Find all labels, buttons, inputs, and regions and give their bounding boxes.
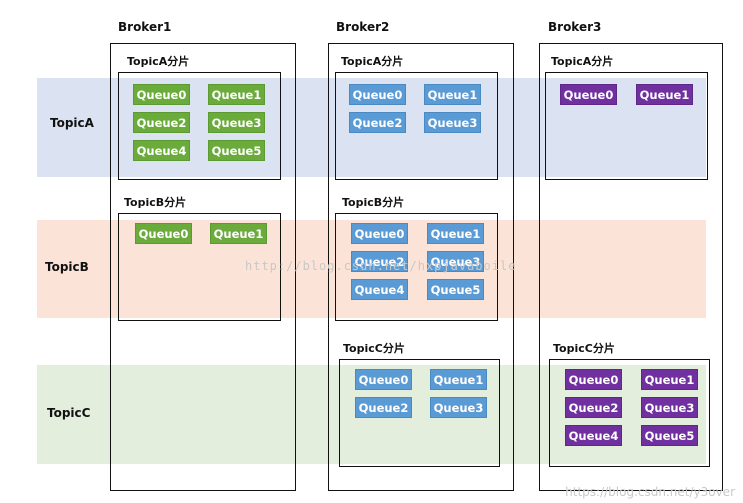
shard-title-b3-topicA: TopicA分片 xyxy=(551,55,614,68)
broker-box-2 xyxy=(328,43,514,491)
shard-box-b3-topicA xyxy=(545,72,708,180)
queue-b2-b-0: Queue0 xyxy=(351,223,408,244)
broker-title-1: Broker1 xyxy=(118,20,172,34)
queue-b2-c-1: Queue1 xyxy=(430,369,487,390)
row-label-topicC: TopicC xyxy=(47,406,91,420)
queue-b1-a-3: Queue3 xyxy=(208,112,265,133)
queue-b3-c-5: Queue5 xyxy=(641,425,698,446)
row-label-topicA: TopicA xyxy=(50,116,94,130)
queue-b1-a-2: Queue2 xyxy=(133,112,190,133)
watermark-url: https://blog.csdn.net/y3over xyxy=(565,485,735,499)
queue-b1-a-4: Queue4 xyxy=(133,140,190,161)
queue-b2-a-0: Queue0 xyxy=(349,84,406,105)
shard-box-b2-topicB xyxy=(335,213,498,321)
queue-b3-c-1: Queue1 xyxy=(641,369,698,390)
shard-box-b1-topicA xyxy=(118,72,281,180)
queue-b2-a-2: Queue2 xyxy=(349,112,406,133)
queue-b3-c-2: Queue2 xyxy=(565,397,622,418)
broker-title-3: Broker3 xyxy=(548,20,602,34)
shard-title-b2-topicB: TopicB分片 xyxy=(342,196,405,209)
shard-title-b1-topicB: TopicB分片 xyxy=(124,196,187,209)
shard-box-b3-topicC xyxy=(549,359,710,467)
row-label-topicB: TopicB xyxy=(45,260,89,274)
shard-title-b3-topicC: TopicC分片 xyxy=(553,342,615,355)
queue-b1-a-0: Queue0 xyxy=(133,84,190,105)
shard-box-b1-topicB xyxy=(118,213,281,321)
queue-b2-b-1: Queue1 xyxy=(427,223,484,244)
queue-b1-b-1: Queue1 xyxy=(210,223,267,244)
shard-title-b1-topicA: TopicA分片 xyxy=(127,55,190,68)
queue-b2-b-2: Queue2 xyxy=(351,251,408,272)
queue-b3-c-3: Queue3 xyxy=(641,397,698,418)
queue-b3-a-0: Queue0 xyxy=(560,84,617,105)
queue-b2-b-3: Queue3 xyxy=(427,251,484,272)
queue-b1-a-1: Queue1 xyxy=(208,84,265,105)
queue-b2-a-1: Queue1 xyxy=(424,84,481,105)
broker-box-1 xyxy=(110,43,296,491)
queue-b2-c-0: Queue0 xyxy=(355,369,412,390)
queue-b3-c-4: Queue4 xyxy=(565,425,622,446)
queue-b1-b-0: Queue0 xyxy=(135,223,192,244)
broker-box-3 xyxy=(539,43,723,491)
broker-title-2: Broker2 xyxy=(336,20,390,34)
shard-box-b2-topicA xyxy=(335,72,498,180)
queue-b2-b-5: Queue5 xyxy=(427,279,484,300)
shard-box-b2-topicC xyxy=(339,359,500,467)
queue-b2-c-2: Queue2 xyxy=(355,397,412,418)
watermark-text: http://blog.csdn.net/hxpjavaboile xyxy=(245,259,517,273)
queue-b3-a-1: Queue1 xyxy=(636,84,693,105)
shard-title-b2-topicC: TopicC分片 xyxy=(343,342,405,355)
queue-b3-c-0: Queue0 xyxy=(565,369,622,390)
queue-b1-a-5: Queue5 xyxy=(208,140,265,161)
shard-title-b2-topicA: TopicA分片 xyxy=(341,55,404,68)
queue-b2-b-4: Queue4 xyxy=(351,279,408,300)
queue-b2-a-3: Queue3 xyxy=(424,112,481,133)
queue-b2-c-3: Queue3 xyxy=(430,397,487,418)
